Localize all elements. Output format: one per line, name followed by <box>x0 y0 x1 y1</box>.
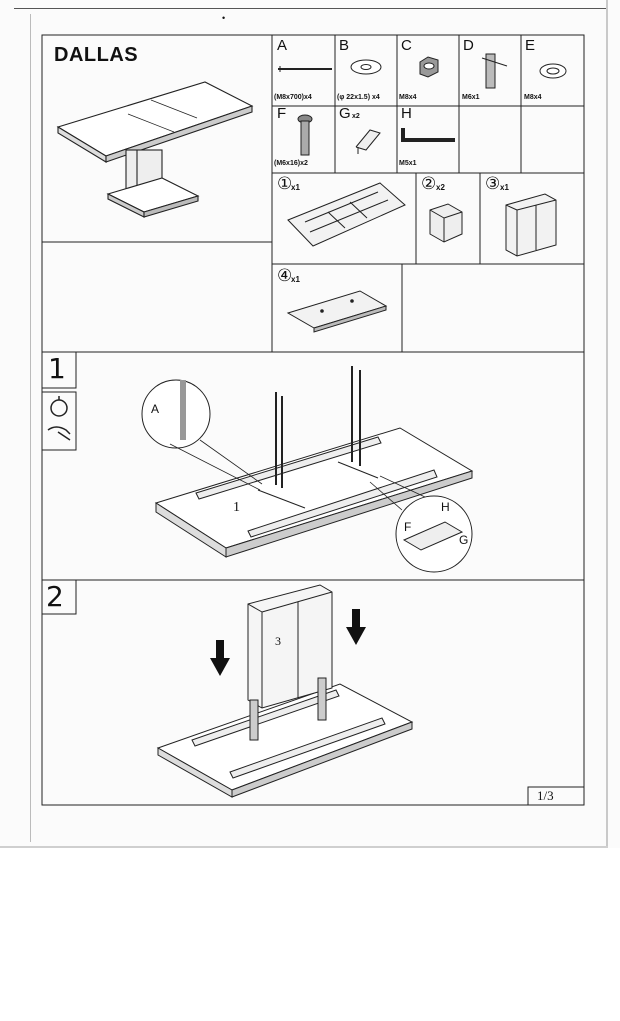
part-label-g: G <box>339 105 351 122</box>
component-number-4: ④ <box>277 266 293 285</box>
spring-washer-icon <box>539 63 567 79</box>
bracket-icon <box>355 129 381 154</box>
component-qty-4: x1 <box>291 275 300 284</box>
washer-icon <box>350 59 382 75</box>
left-border-line <box>30 14 31 842</box>
part-label-d: D <box>463 37 474 54</box>
pedestal-column-icon <box>505 193 557 257</box>
step2-illustration <box>156 584 414 798</box>
cross-dowel-icon <box>481 53 508 89</box>
page-edge-bottom <box>0 846 608 848</box>
step1-illustration <box>141 366 474 573</box>
scan-mark: • <box>222 13 226 23</box>
part-label-c: C <box>401 37 412 54</box>
arrow-down-icon <box>210 640 230 676</box>
component-qty-2: x2 <box>436 183 445 192</box>
step1-label-a: A <box>151 402 160 416</box>
arrow-down-icon <box>346 609 366 645</box>
component-number-3: ③ <box>485 174 501 193</box>
step-number-1: 1 <box>48 352 66 385</box>
product-title: DALLAS <box>54 44 139 66</box>
part-code-a: (M8x700)x4 <box>274 94 312 101</box>
threaded-rod-icon <box>278 66 332 72</box>
component-number-1: ① <box>277 174 293 193</box>
step2-label-3: 3 <box>275 634 281 648</box>
component-number-2: ② <box>421 174 437 193</box>
part-code-e: M8x4 <box>524 94 542 101</box>
part-label-h: H <box>401 105 412 122</box>
component-qty-1: x1 <box>291 183 300 192</box>
hand-screwdriver-icon <box>47 426 71 441</box>
base-plate-icon <box>286 290 388 333</box>
step1-label-1: 1 <box>233 500 240 515</box>
part-label-a: A <box>277 37 288 54</box>
line-drawings <box>41 34 585 806</box>
top-border-line <box>14 8 606 9</box>
part-code-c: M8x4 <box>399 94 417 101</box>
block-icon <box>429 203 463 243</box>
part-label-b: B <box>339 37 350 54</box>
tabletop-frame-icon <box>287 182 406 247</box>
step1-label-g: G <box>459 533 469 547</box>
step1-label-f: F <box>404 520 412 534</box>
step-number-2: 2 <box>46 580 64 613</box>
page-edge-right <box>606 0 608 848</box>
nut-icon <box>419 56 439 78</box>
part-label-f: F <box>277 105 287 122</box>
stopwatch-icon <box>50 396 68 417</box>
bolt-icon <box>297 114 313 156</box>
component-qty-3: x1 <box>500 183 509 192</box>
instruction-sheet: DALLAS A (M8x700)x4 B (φ 22x1.5) x4 C M8… <box>41 13 585 806</box>
part-code-b: (φ 22x1.5) x4 <box>337 94 380 101</box>
part-label-e: E <box>525 37 536 54</box>
page-number: 1/3 <box>537 788 554 803</box>
allen-key-icon <box>401 128 455 142</box>
part-code-g: x2 <box>352 113 360 120</box>
table-illustration <box>56 81 254 218</box>
part-code-h: M5x1 <box>399 160 417 167</box>
step1-label-h: H <box>441 500 450 514</box>
part-code-f: (M6x16)x2 <box>274 160 308 167</box>
part-code-d: M6x1 <box>462 94 480 101</box>
